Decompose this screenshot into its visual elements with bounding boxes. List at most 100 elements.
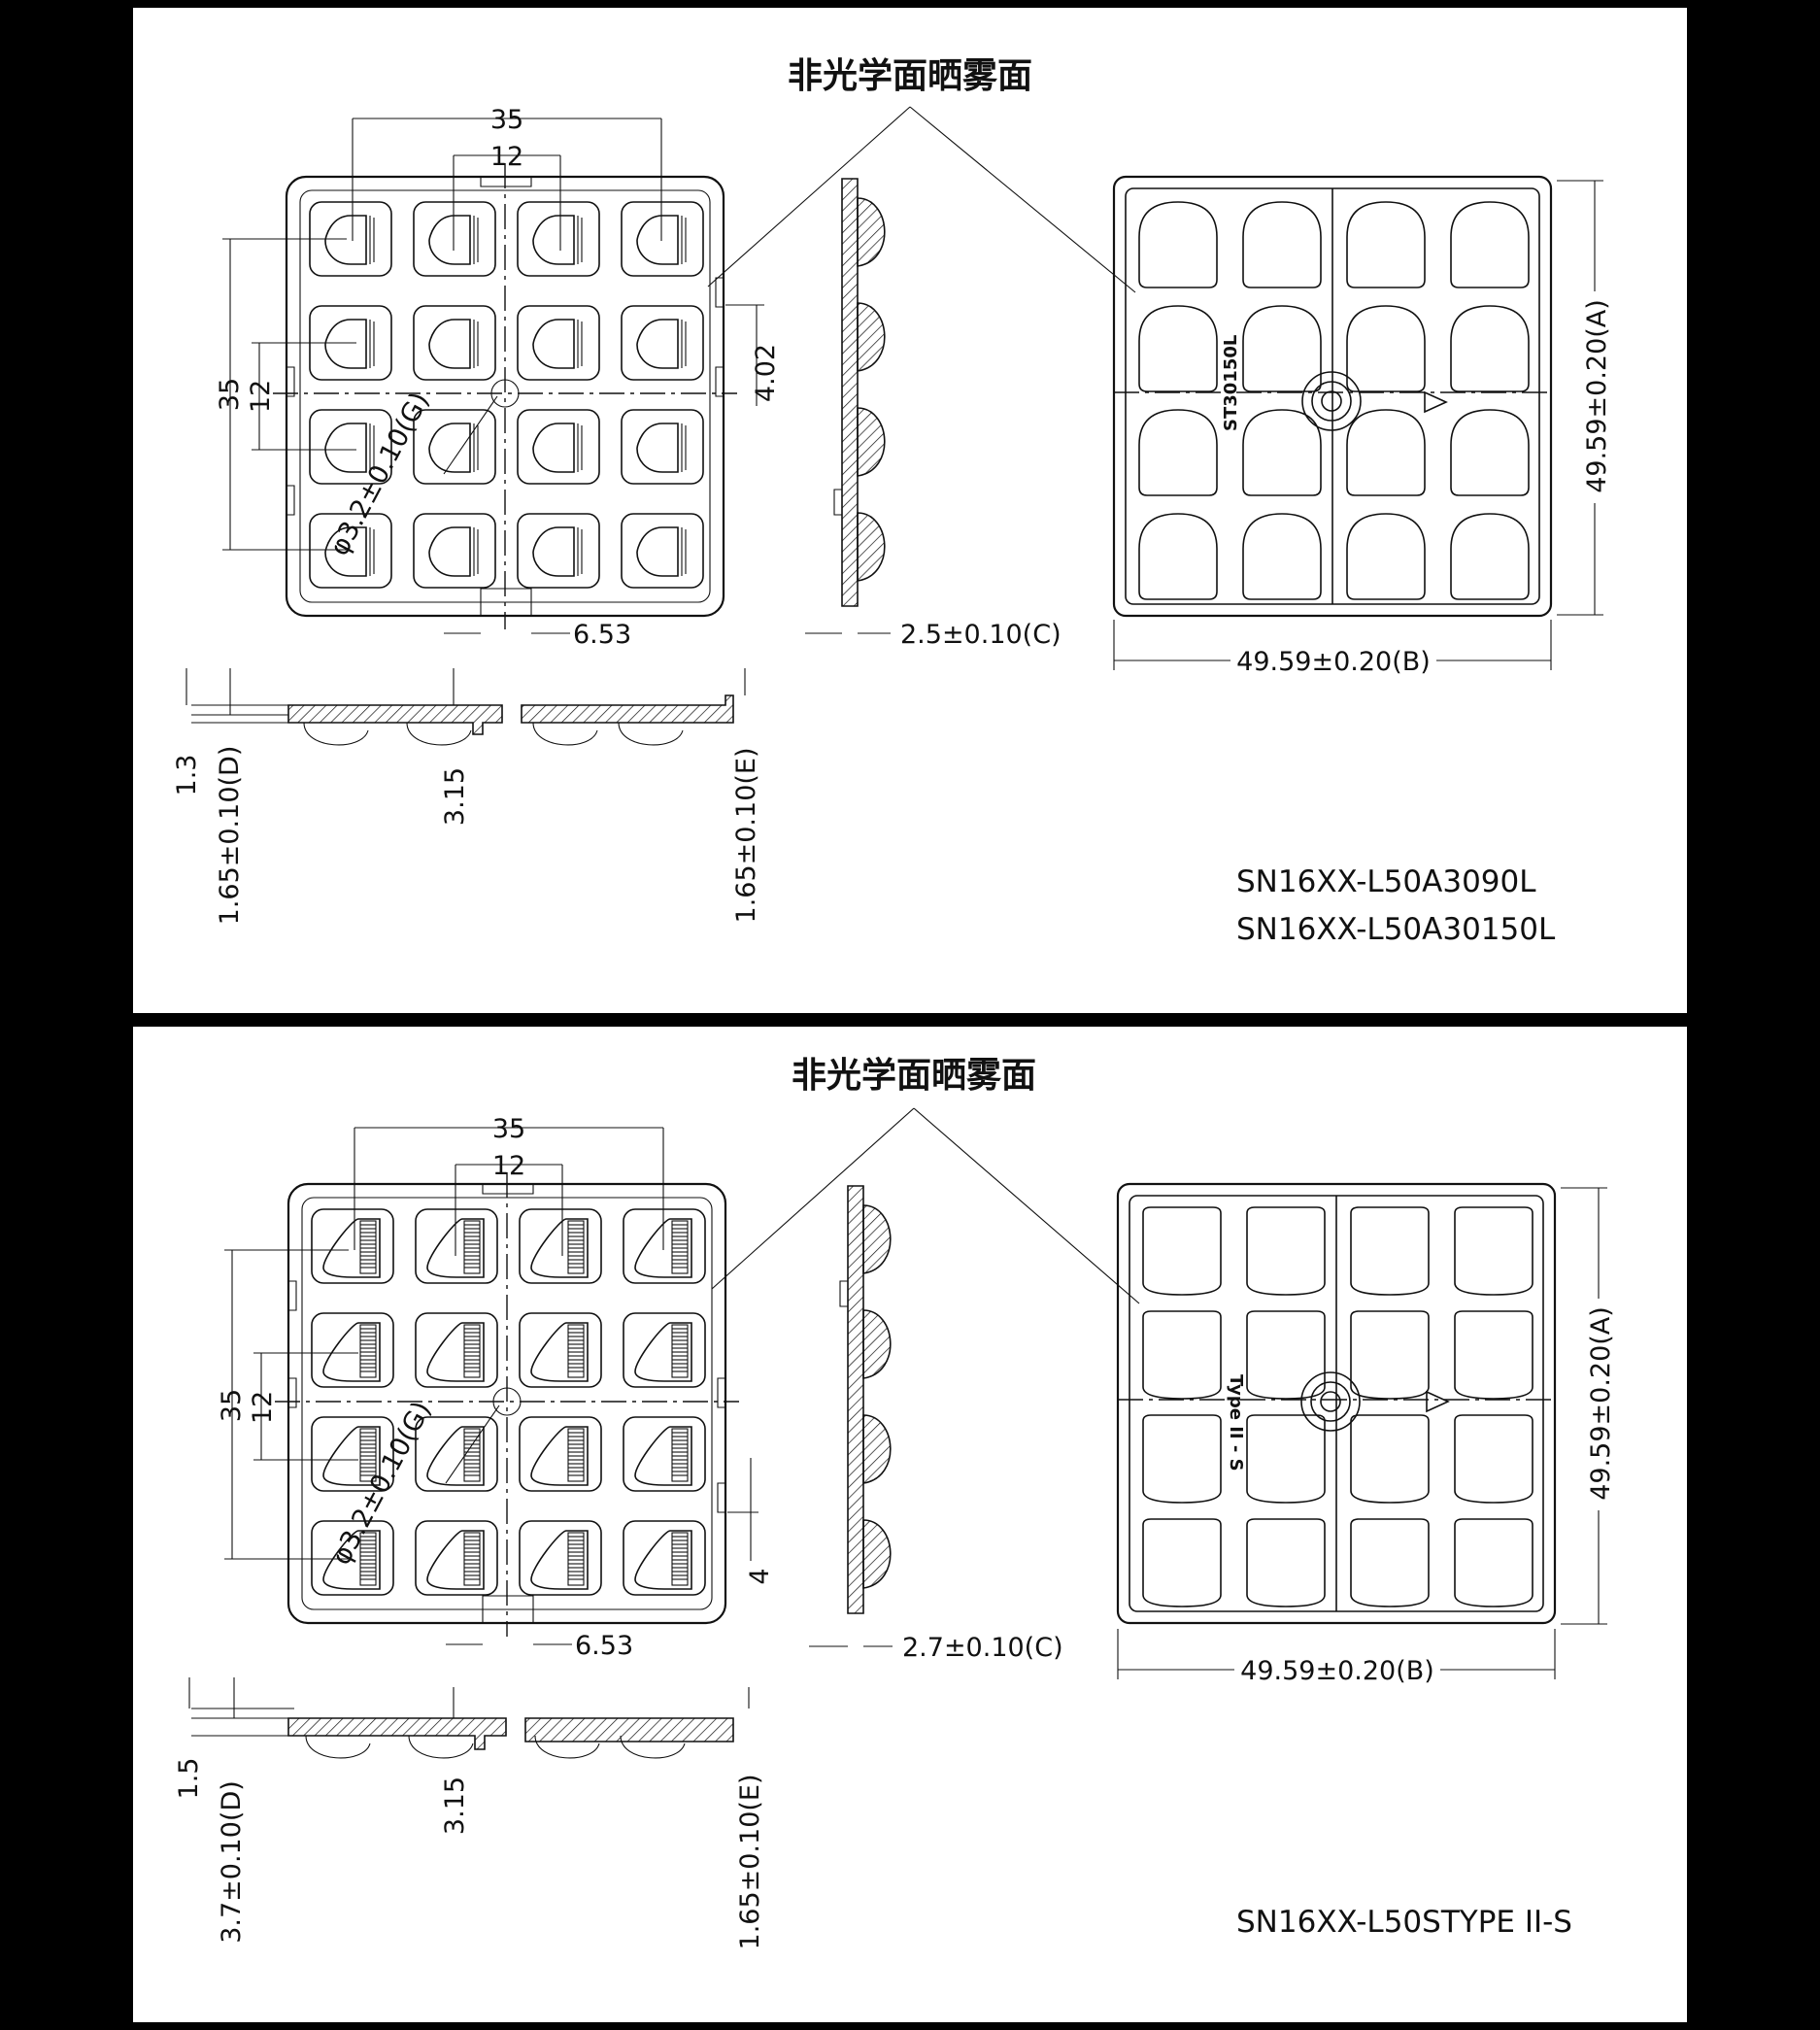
section-view xyxy=(287,694,734,746)
dim-thickness: 2.7±0.10(C) xyxy=(902,1633,1063,1663)
dome-cell xyxy=(1454,1206,1534,1296)
drawing-1: 非光学面晒雾面 35 12 35 12 4.02 φ3.2±0.10(G) 6.… xyxy=(172,55,1612,947)
lens-cell xyxy=(309,409,392,485)
model-name-1: SN16XX-L50A3090L xyxy=(1236,864,1536,899)
dome-cell xyxy=(1142,1414,1222,1504)
dim-d4: 1.65±0.10(E) xyxy=(735,1775,765,1950)
lens-cell xyxy=(519,1208,602,1284)
dome-cell xyxy=(1138,513,1218,600)
dome-cell xyxy=(1246,1518,1326,1607)
dim-tab: 4 xyxy=(745,1568,775,1584)
top-view xyxy=(273,163,737,629)
dome-cell xyxy=(1142,1310,1222,1400)
dim-pitch-total: 35 xyxy=(490,105,523,135)
dim-tab: 4.02 xyxy=(751,344,781,402)
side-view xyxy=(833,178,886,607)
side-view xyxy=(839,1185,892,1614)
dim-notch: 6.53 xyxy=(575,1631,633,1661)
dim-d3: 3.15 xyxy=(440,767,470,826)
lens-cell xyxy=(519,1520,602,1596)
bottom-view: ST30150L xyxy=(1112,175,1553,618)
dim-width: 49.59±0.20(B) xyxy=(1236,647,1431,677)
lens-cell xyxy=(623,1416,706,1492)
lens-cell xyxy=(309,513,392,589)
dim-d1: 1.5 xyxy=(174,1758,204,1800)
model-name-2: SN16XX-L50A30150L xyxy=(1236,912,1556,947)
drawing-sheet-1: 非光学面晒雾面 35 12 35 12 4.02 φ3.2±0.10(G) 6.… xyxy=(133,8,1687,1013)
dim-hole: φ3.2±0.10(G) xyxy=(324,388,435,560)
part-mark: ST30150L xyxy=(1221,335,1241,431)
dome-cell xyxy=(1242,305,1322,392)
dim-d3: 3.15 xyxy=(440,1776,470,1835)
part-mark: Type II - S xyxy=(1226,1374,1246,1472)
dim-pitch: 12 xyxy=(490,142,523,172)
dim-pitch-total: 35 xyxy=(492,1114,525,1144)
dome-cell xyxy=(1346,305,1426,392)
dome-cell xyxy=(1142,1206,1222,1296)
dome-cell xyxy=(1350,1414,1430,1504)
dome-cell xyxy=(1142,1518,1222,1607)
lens-cell xyxy=(311,1208,394,1284)
dome-cell xyxy=(1454,1518,1534,1607)
lens-cell xyxy=(517,409,600,485)
lens-cell xyxy=(415,1416,498,1492)
dome-cell xyxy=(1138,305,1218,392)
dome-cell xyxy=(1246,1206,1326,1296)
dome-cell xyxy=(1242,513,1322,600)
dome-cell xyxy=(1346,409,1426,496)
lens-cell xyxy=(519,1312,602,1388)
callout-title: 非光学面晒雾面 xyxy=(792,1055,1036,1096)
lens-cell xyxy=(623,1520,706,1596)
dome-cell xyxy=(1246,1414,1326,1504)
top-view xyxy=(275,1172,739,1637)
lens-cell xyxy=(519,1416,602,1492)
dim-hole: φ3.2±0.10(G) xyxy=(326,1397,437,1570)
dim-pitch-total-v: 35 xyxy=(217,1389,247,1422)
dome-cell xyxy=(1350,1518,1430,1607)
lens-cell xyxy=(413,305,496,381)
dim-pitch: 12 xyxy=(492,1151,525,1181)
dome-cell xyxy=(1454,1414,1534,1504)
dome-cell xyxy=(1242,201,1322,288)
dome-cell xyxy=(1138,201,1218,288)
dome-cell xyxy=(1450,513,1530,600)
callout-title: 非光学面晒雾面 xyxy=(788,55,1032,96)
dome-cell xyxy=(1450,305,1530,392)
dome-cell xyxy=(1138,409,1218,496)
lens-cell xyxy=(621,409,704,485)
dim-pitch-total-v: 35 xyxy=(215,378,245,411)
lens-cell xyxy=(309,305,392,381)
dim-d2: 3.7±0.10(D) xyxy=(217,1780,247,1944)
lens-cell xyxy=(621,513,704,589)
dome-cell xyxy=(1454,1310,1534,1400)
section-view xyxy=(287,1717,734,1759)
dim-d1: 1.3 xyxy=(172,755,202,796)
dim-width: 49.59±0.20(B) xyxy=(1240,1656,1434,1686)
dome-cell xyxy=(1350,1310,1430,1400)
lens-cell xyxy=(413,201,496,277)
lens-cell xyxy=(621,201,704,277)
dome-cell xyxy=(1450,201,1530,288)
dim-thickness: 2.5±0.10(C) xyxy=(900,620,1062,650)
lens-cell xyxy=(517,513,600,589)
dome-cell xyxy=(1346,201,1426,288)
dome-cell xyxy=(1242,409,1322,496)
dome-cell xyxy=(1246,1310,1326,1400)
lens-cell xyxy=(413,409,496,485)
drawing-sheet-2: 非光学面晒雾面 35 12 35 12 4 φ3.2±0.10(G) 6.53 xyxy=(133,1027,1687,2022)
lens-cell xyxy=(311,1520,394,1596)
model-name-1: SN16XX-L50STYPE II-S xyxy=(1236,1905,1572,1940)
drawing-2: 非光学面晒雾面 35 12 35 12 4 φ3.2±0.10(G) 6.53 xyxy=(174,1055,1616,1950)
dome-cell xyxy=(1346,513,1426,600)
lens-cell xyxy=(311,1416,394,1492)
lens-cell xyxy=(517,201,600,277)
dim-d4: 1.65±0.10(E) xyxy=(731,748,761,924)
dim-pitch-v: 12 xyxy=(248,1391,278,1424)
lens-cell xyxy=(311,1312,394,1388)
dim-pitch-v: 12 xyxy=(246,380,276,413)
dome-cell xyxy=(1350,1206,1430,1296)
dim-height: 49.59±0.20(A) xyxy=(1586,1306,1616,1501)
lens-cell xyxy=(413,513,496,589)
lens-cell xyxy=(517,305,600,381)
dim-d2: 1.65±0.10(D) xyxy=(215,746,245,926)
